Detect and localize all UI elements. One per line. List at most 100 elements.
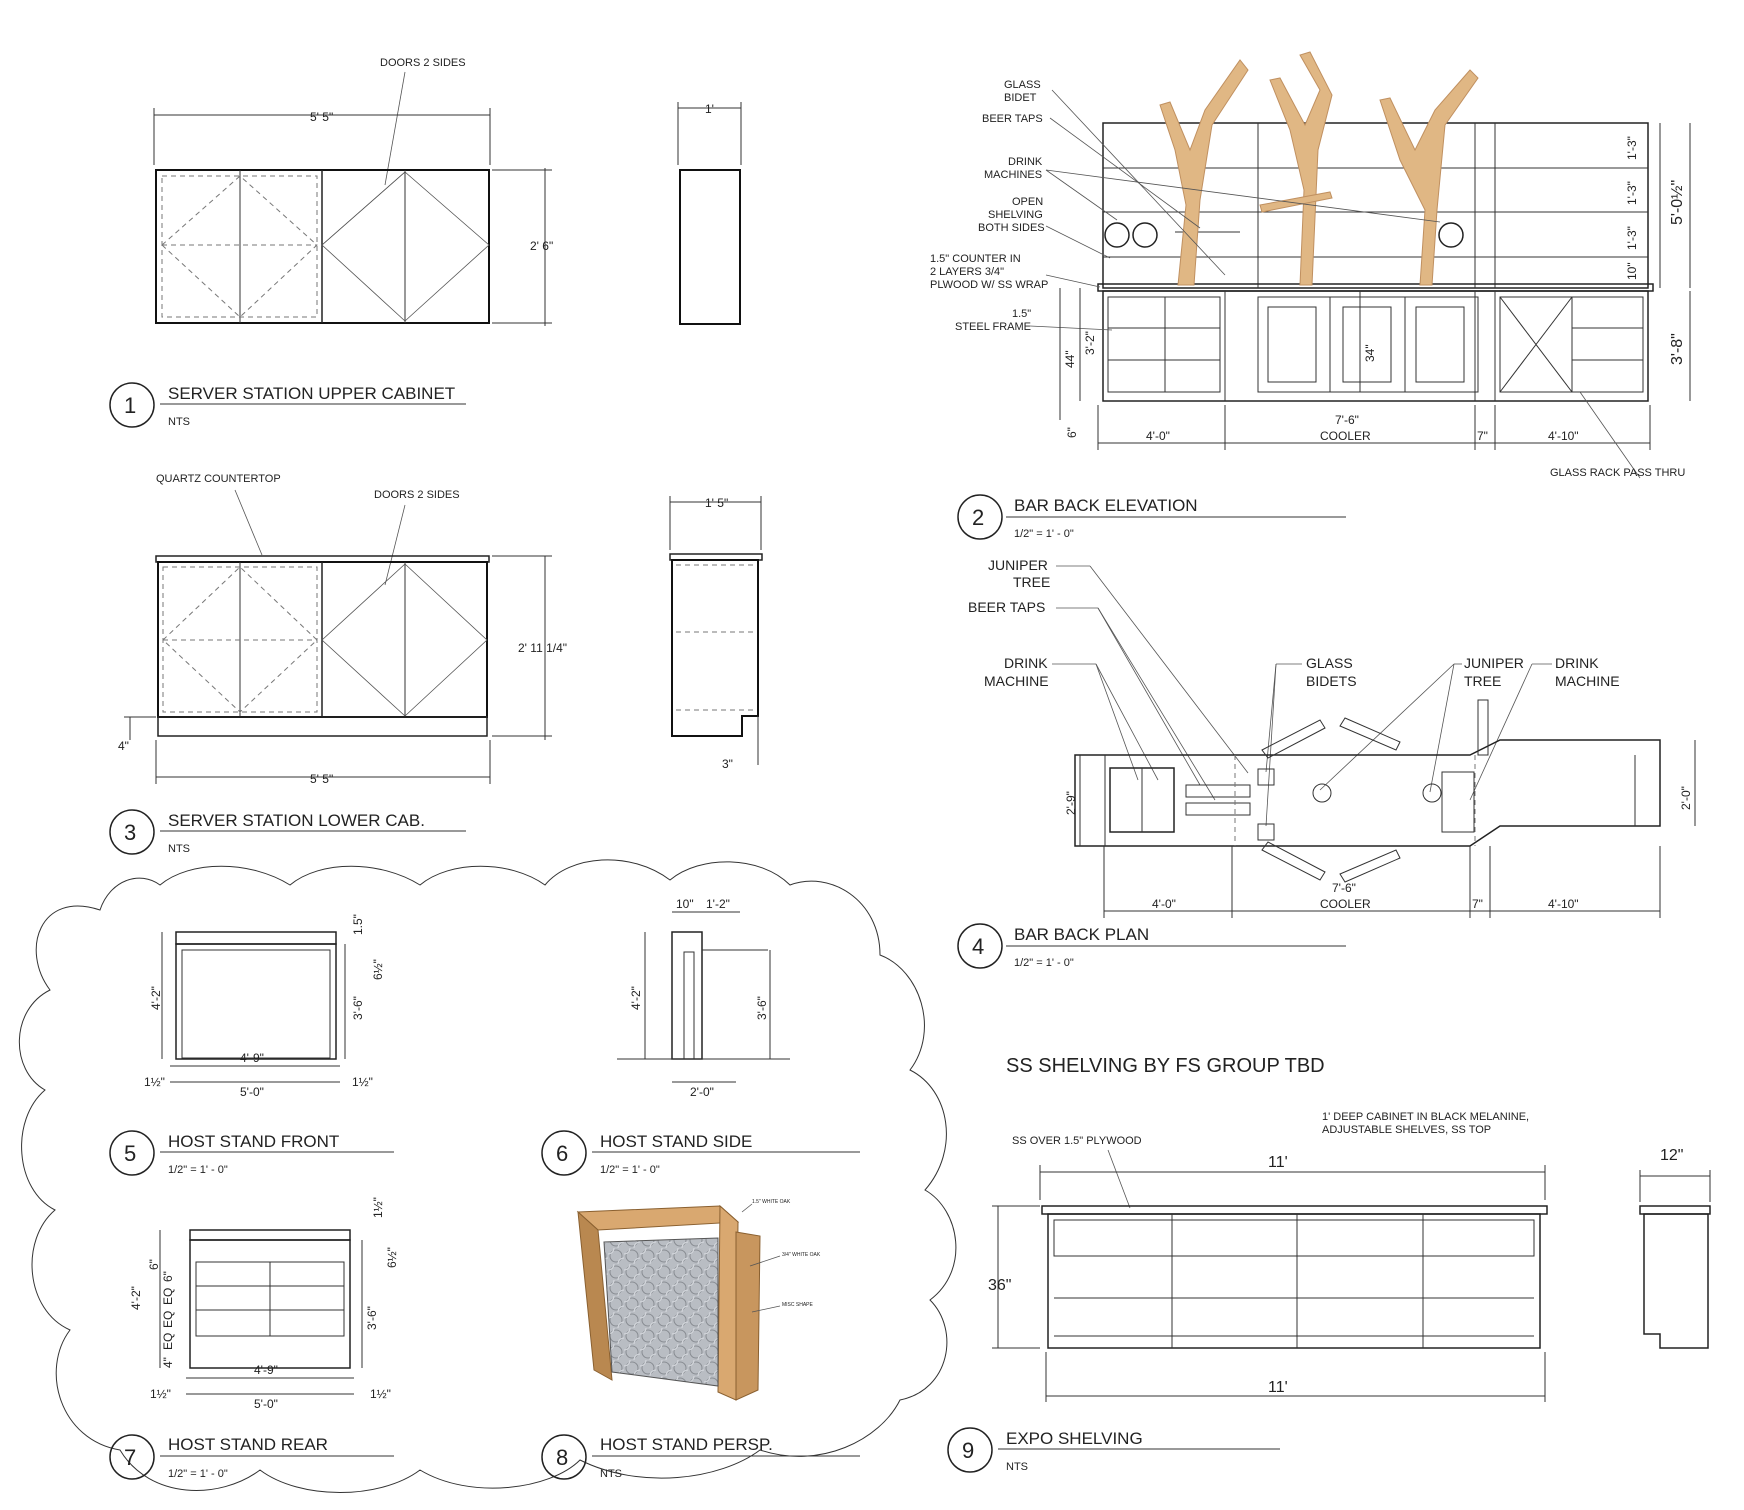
dim-h-total: 4'-2" [149,986,163,1010]
note-n3: MISC SHAPE [782,1302,814,1308]
label-bidets-1: GLASS [1306,655,1353,671]
label-drink-r2: MACHINE [1555,673,1620,689]
note-drink-1: DRINK [1008,156,1043,168]
dim-side: 6½" [385,1247,399,1268]
note-n2: 3/4" WHITE OAK [782,1252,821,1258]
note-cabinet-2: ADJUSTABLE SHELVES, SS TOP [1322,1124,1491,1136]
dim-height: 2' 6" [530,239,553,253]
dim-h3: 1'-3" [1625,226,1639,250]
dim-s1: 6" [161,1271,175,1282]
detail-number: 4 [972,934,984,959]
detail-1-server-upper-cabinet: DOORS 2 SIDES 5' 5" 2' 6" 1' 1 SERVER ST… [109,57,742,428]
detail-number: 5 [124,1141,136,1166]
dim-h4: 10" [1625,262,1639,280]
label-bidets-2: BIDETS [1306,673,1357,689]
note-counter-2: 2 LAYERS 3/4" [930,266,1004,278]
dim-32: 3'-2" [1083,331,1097,355]
callout-circle-4 [957,923,1003,969]
label-juniper-1: JUNIPER [988,557,1048,573]
dim-inner: 4'-9" [240,1051,264,1065]
detail-5-host-stand-front: 4'-2" 3'-6" 1.5" 6½" 4'-9" 5'-0" 1½" 1½"… [109,914,394,1176]
callout-circle-6 [541,1130,587,1176]
dim-toe: 4" [118,739,129,753]
detail-title: HOST STAND FRONT [168,1132,339,1151]
detail-title: HOST STAND PERSP. [600,1435,773,1454]
detail-title: BAR BACK ELEVATION [1014,496,1198,515]
dim-w1: 4'-0" [1146,429,1170,443]
callout-circle-3 [109,809,155,855]
dim-h-front: 3'-6" [351,996,365,1020]
dim-width-top: 11' [1268,1154,1288,1171]
dim-h-total: 4'-2" [129,1286,143,1310]
dim-w2: 7'-6" [1335,413,1359,427]
callout-circle-7 [109,1434,155,1480]
dim-lower: 3'-8" [1669,333,1686,365]
dim-upper: 5'-0½" [1669,180,1686,225]
dim-d-left: 2'-9" [1064,791,1078,815]
detail-3-server-lower-cabinet: QUARTZ COUNTERTOP DOORS 2 SIDES 2' 11 1/… [109,473,763,855]
detail-number: 2 [972,505,984,530]
dim-depth: 12" [1660,1147,1683,1164]
dim-height: 36" [988,1277,1011,1294]
dim-width: 5' 5" [310,110,333,124]
detail-scale: 1/2" = 1' - 0" [1014,957,1074,969]
detail-number: 6 [556,1141,568,1166]
dim-w2: 7'-6" [1332,881,1356,895]
detail-title: HOST STAND REAR [168,1435,328,1454]
note-steel-1: 1.5" [1012,308,1031,320]
label-drink-1: DRINK [1004,655,1048,671]
dim-w3: 7" [1472,897,1483,911]
label-beer-taps: BEER TAPS [968,599,1045,615]
note-counter-3: PLWOOD W/ SS WRAP [930,279,1048,291]
detail-8-host-stand-perspective: 1.5" WHITE OAK 3/4" WHITE OAK MISC SHAPE… [541,1199,860,1480]
label-drink-2: MACHINE [984,673,1049,689]
detail-9-expo-shelving: SS SHELVING BY FS GROUP TBD 1' DEEP CABI… [947,1055,1711,1473]
note-counter-1: 1.5" COUNTER IN [930,253,1021,265]
dim-top-b: 1'-2" [706,897,730,911]
note-n1: 1.5" WHITE OAK [752,1199,791,1205]
dim-d-right: 2'-0" [1679,786,1693,810]
note-ss-over-plywood: SS OVER 1.5" PLYWOOD [1012,1135,1142,1147]
note-cabinet-1: 1' DEEP CABINET IN BLACK MELANINE, [1322,1111,1529,1123]
detail-title: HOST STAND SIDE [600,1132,752,1151]
callout-circle-1 [109,382,155,428]
dim-h-front: 3'-6" [755,996,769,1020]
dim-w4: 4'-10" [1548,429,1579,443]
detail-4-bar-back-plan: JUNIPER TREE BEER TAPS DRINK MACHINE GLA… [957,557,1696,969]
note-quartz-countertop: QUARTZ COUNTERTOP [156,473,281,485]
callout-circle-9 [947,1427,993,1473]
label-juniper-r1: JUNIPER [1464,655,1524,671]
detail-scale: 1/2" = 1' - 0" [1014,528,1074,540]
dim-6: 6" [1065,427,1079,438]
dim-depth: 1' 5" [705,496,728,510]
dim-w2-sub: COOLER [1320,897,1371,911]
detail-title: SERVER STATION UPPER CABINET [168,384,455,403]
detail-scale: 1/2" = 1' - 0" [600,1164,660,1176]
detail-scale: NTS [168,843,190,855]
detail-6-host-stand-side: 10" 1'-2" 4'-2" 3'-6" 2'-0" 6 HOST STAND… [541,897,860,1176]
dim-s5: EQ [161,1333,175,1350]
dim-h1: 1'-3" [1625,136,1639,160]
dim-44: 44" [1063,350,1077,368]
detail-scale: NTS [600,1468,622,1480]
note-drink-2: MACHINES [984,169,1042,181]
note-beer-taps: BEER TAPS [982,113,1043,125]
callout-circle-2 [957,494,1003,540]
dim-s6: 4" [161,1357,175,1368]
dim-width-bottom: 11' [1268,1379,1288,1396]
header-ss-shelving: SS SHELVING BY FS GROUP TBD [1006,1055,1325,1077]
detail-scale: 1/2" = 1' - 0" [168,1468,228,1480]
note-open-1: OPEN [1012,196,1043,208]
dim-side: 6½" [371,959,385,980]
dim-depth: 1' [705,102,714,116]
dim-outer: 5'-0" [254,1397,278,1411]
dim-kick: 3" [722,757,733,771]
dim-depth: 2'-0" [690,1085,714,1099]
detail-title: EXPO SHELVING [1006,1429,1143,1448]
note-open-3: BOTH SIDES [978,222,1045,234]
detail-scale: 1/2" = 1' - 0" [168,1164,228,1176]
dim-w2-sub: COOLER [1320,429,1371,443]
dim-top-a: 10" [676,897,694,911]
note-doors-2-sides: DOORS 2 SIDES [380,57,466,69]
